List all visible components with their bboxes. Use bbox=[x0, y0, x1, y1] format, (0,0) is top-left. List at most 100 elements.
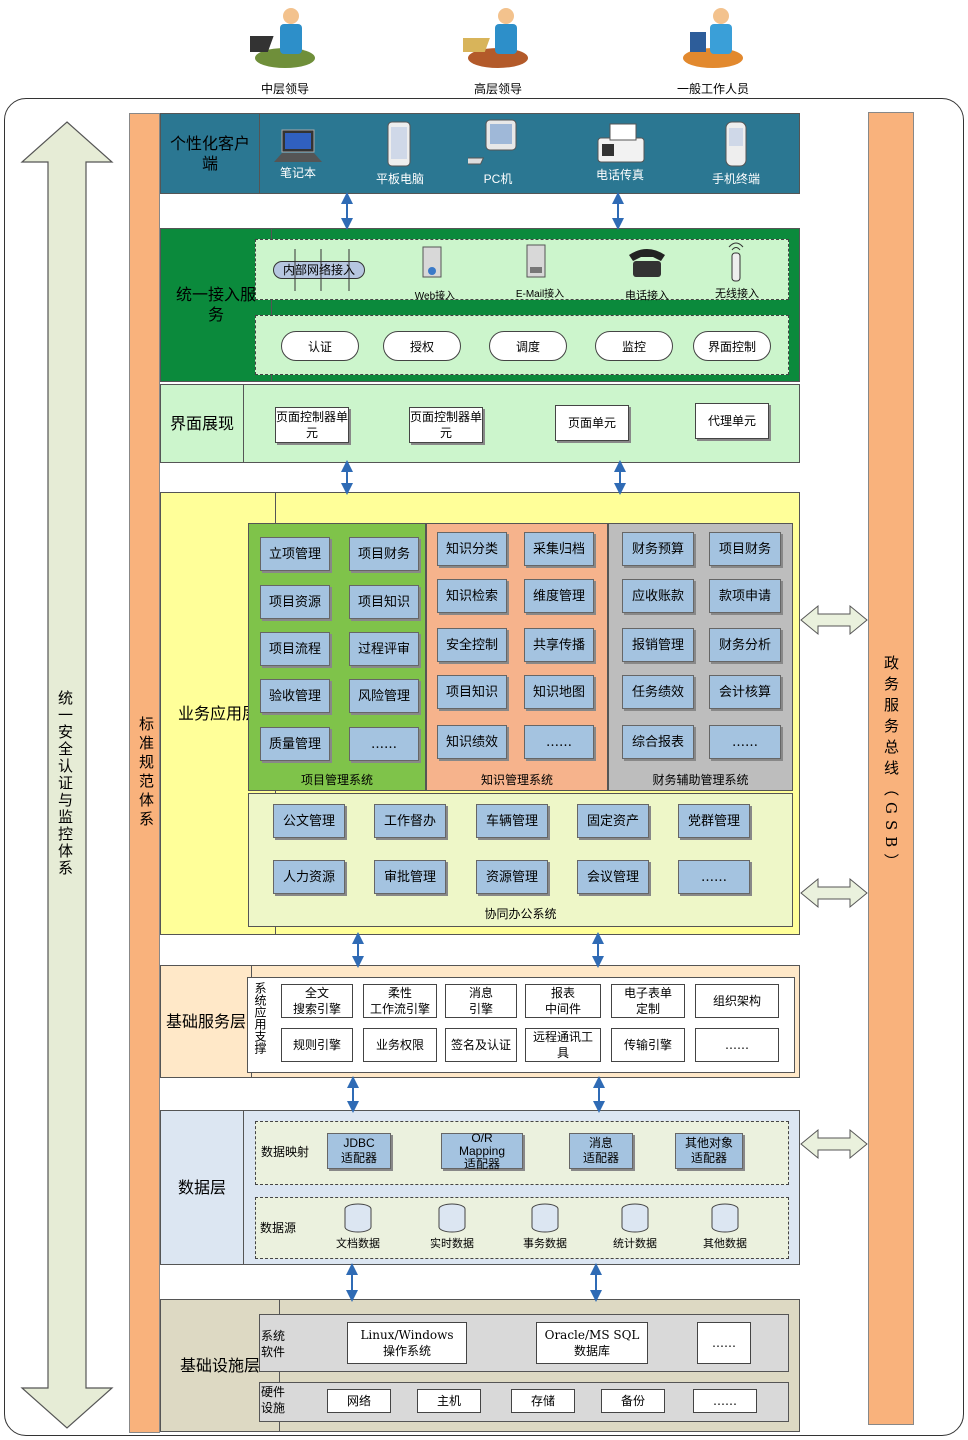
database-icon bbox=[344, 1203, 372, 1233]
finance-item: 会计核算 bbox=[709, 675, 781, 709]
knowledge-item: 知识绩效 bbox=[437, 725, 507, 759]
user-middle-manager: 中层领导 bbox=[240, 2, 330, 97]
base-service-item: 组织架构 bbox=[695, 984, 779, 1018]
database-icon bbox=[531, 1203, 559, 1233]
project-item: 项目财务 bbox=[349, 537, 419, 571]
hardware-item: 网络 bbox=[327, 1389, 391, 1413]
client-layer-title: 个性化客户端 bbox=[161, 114, 260, 193]
access-layer-title: 统一接入服务 bbox=[161, 229, 272, 381]
wireless-icon bbox=[728, 242, 744, 282]
base-service-item: 报表 中间件 bbox=[525, 984, 601, 1018]
knowledge-item: 安全控制 bbox=[437, 628, 507, 662]
web-access-label: Web接入 bbox=[414, 291, 456, 302]
base-service-item: 规则引擎 bbox=[281, 1028, 353, 1062]
project-item: 风险管理 bbox=[349, 679, 419, 713]
telephone-icon bbox=[629, 249, 665, 277]
database-icon bbox=[711, 1203, 739, 1233]
hardware-item: 存储 bbox=[511, 1389, 575, 1413]
pc-icon bbox=[468, 119, 517, 165]
tablet-icon bbox=[387, 121, 411, 167]
database-icon bbox=[621, 1203, 649, 1233]
adapter: JDBC 适配器 bbox=[327, 1133, 391, 1169]
client-layer: 个性化客户端 笔记本 平板电脑 PC机 电话传真 手机终端 bbox=[160, 113, 800, 194]
double-arrow-icon bbox=[800, 877, 868, 909]
adapter: 消息 适配器 bbox=[569, 1133, 633, 1169]
office-item: 工作督办 bbox=[374, 804, 446, 838]
knowledge-item: 知识分类 bbox=[437, 532, 507, 566]
finance-item: 应收账款 bbox=[622, 579, 694, 613]
app-support-label: 系统应用支撑 bbox=[253, 982, 267, 1054]
data-source-statistics: 统计数据 bbox=[600, 1203, 670, 1251]
system-software-label: 系统软件 bbox=[261, 1329, 286, 1359]
finance-item: 报销管理 bbox=[622, 628, 694, 662]
authorization-function: 授权 bbox=[383, 331, 461, 361]
base-service-item: 柔性 工作流引擎 bbox=[363, 984, 437, 1018]
access-layer: 统一接入服务 内部网络接入 Web接入 E-Mail接入 电话接入 无线接入 认… bbox=[160, 228, 800, 382]
ui-layer: 界面展现 页面控制器单元 页面控制器单元 页面单元 代理单元 bbox=[160, 384, 800, 463]
base-service-item: 全文 搜索引擎 bbox=[281, 984, 353, 1018]
hardware-item: …… bbox=[693, 1389, 757, 1413]
knowledge-item: 知识地图 bbox=[524, 675, 594, 709]
project-item: 项目资源 bbox=[260, 585, 330, 619]
knowledge-management-label: 知识管理系统 bbox=[480, 773, 553, 787]
vertical-arrows bbox=[341, 192, 626, 1302]
intranet-access: 内部网络接入 bbox=[273, 261, 365, 279]
software-item: Oracle/MS SQL 数据库 bbox=[536, 1322, 648, 1364]
knowledge-item: 项目知识 bbox=[437, 675, 507, 709]
base-service-item: 电子表单 定制 bbox=[611, 984, 685, 1018]
office-item: 车辆管理 bbox=[476, 804, 548, 838]
finance-item: 财务分析 bbox=[709, 628, 781, 662]
person-at-desk-icon bbox=[250, 8, 315, 68]
business-layer: 业务应用层 项目管理系统 知识管理系统 财务辅助管理系统 协同办公系统 立项管理… bbox=[160, 492, 800, 935]
proxy-unit: 代理单元 bbox=[695, 403, 769, 439]
software-item: Linux/Windows 操作系统 bbox=[347, 1322, 467, 1364]
base-service-layer: 基础服务层 系统应用支撑 全文 搜索引擎 柔性 工作流引擎 消息 引擎 报表 中… bbox=[160, 965, 800, 1078]
monitoring-function: 监控 bbox=[595, 331, 673, 361]
data-source-other: 其他数据 bbox=[690, 1203, 760, 1251]
person-at-desk-icon bbox=[463, 8, 528, 68]
project-item: 项目流程 bbox=[260, 632, 330, 666]
data-source-realtime: 实时数据 bbox=[417, 1203, 487, 1251]
finance-item: 项目财务 bbox=[709, 532, 781, 566]
base-service-item: 远程通讯工 具 bbox=[525, 1028, 601, 1062]
knowledge-item: 维度管理 bbox=[524, 579, 594, 613]
device-tablet: 平板电脑 bbox=[355, 120, 445, 187]
architecture-frame bbox=[4, 98, 964, 1436]
project-item: …… bbox=[349, 727, 419, 761]
office-item: …… bbox=[678, 860, 750, 894]
project-item: 质量管理 bbox=[260, 727, 330, 761]
database-icon bbox=[438, 1203, 466, 1233]
mobile-phone-icon bbox=[725, 121, 747, 167]
double-arrow-icon bbox=[800, 604, 868, 636]
adapter: O/R Mapping 适配器 bbox=[441, 1131, 523, 1170]
office-item: 会议管理 bbox=[577, 860, 649, 894]
software-item: …… bbox=[697, 1322, 751, 1364]
finance-item: 综合报表 bbox=[622, 725, 694, 759]
page-unit: 页面单元 bbox=[555, 405, 629, 441]
office-item: 审批管理 bbox=[374, 860, 446, 894]
device-laptop: 笔记本 bbox=[253, 128, 343, 181]
data-source-transaction: 事务数据 bbox=[510, 1203, 580, 1251]
phone-access-label: 电话接入 bbox=[625, 289, 669, 302]
page-controller-unit-1: 页面控制器单元 bbox=[275, 407, 349, 443]
base-service-item: 业务权限 bbox=[363, 1028, 437, 1062]
project-item: 立项管理 bbox=[260, 537, 330, 571]
finance-item: 任务绩效 bbox=[622, 675, 694, 709]
base-service-item: 消息 引擎 bbox=[445, 984, 517, 1018]
base-service-item: 传输引擎 bbox=[611, 1028, 685, 1062]
data-layer-title: 数据层 bbox=[161, 1111, 244, 1264]
knowledge-item: 采集归档 bbox=[524, 532, 594, 566]
double-arrow-icon bbox=[20, 121, 114, 1429]
finance-item: …… bbox=[709, 725, 781, 759]
gsb-bar bbox=[868, 112, 914, 1425]
mail-server-icon bbox=[526, 244, 546, 278]
project-item: 过程评审 bbox=[349, 632, 419, 666]
data-source-label: 数据源 bbox=[259, 1221, 296, 1235]
office-item: 人力资源 bbox=[273, 860, 345, 894]
office-item: 资源管理 bbox=[476, 860, 548, 894]
hardware-item: 主机 bbox=[417, 1389, 481, 1413]
office-system-label: 协同办公系统 bbox=[484, 907, 557, 921]
user-general-staff: 一般工作人员 bbox=[668, 2, 758, 97]
data-source-panel bbox=[255, 1197, 789, 1259]
